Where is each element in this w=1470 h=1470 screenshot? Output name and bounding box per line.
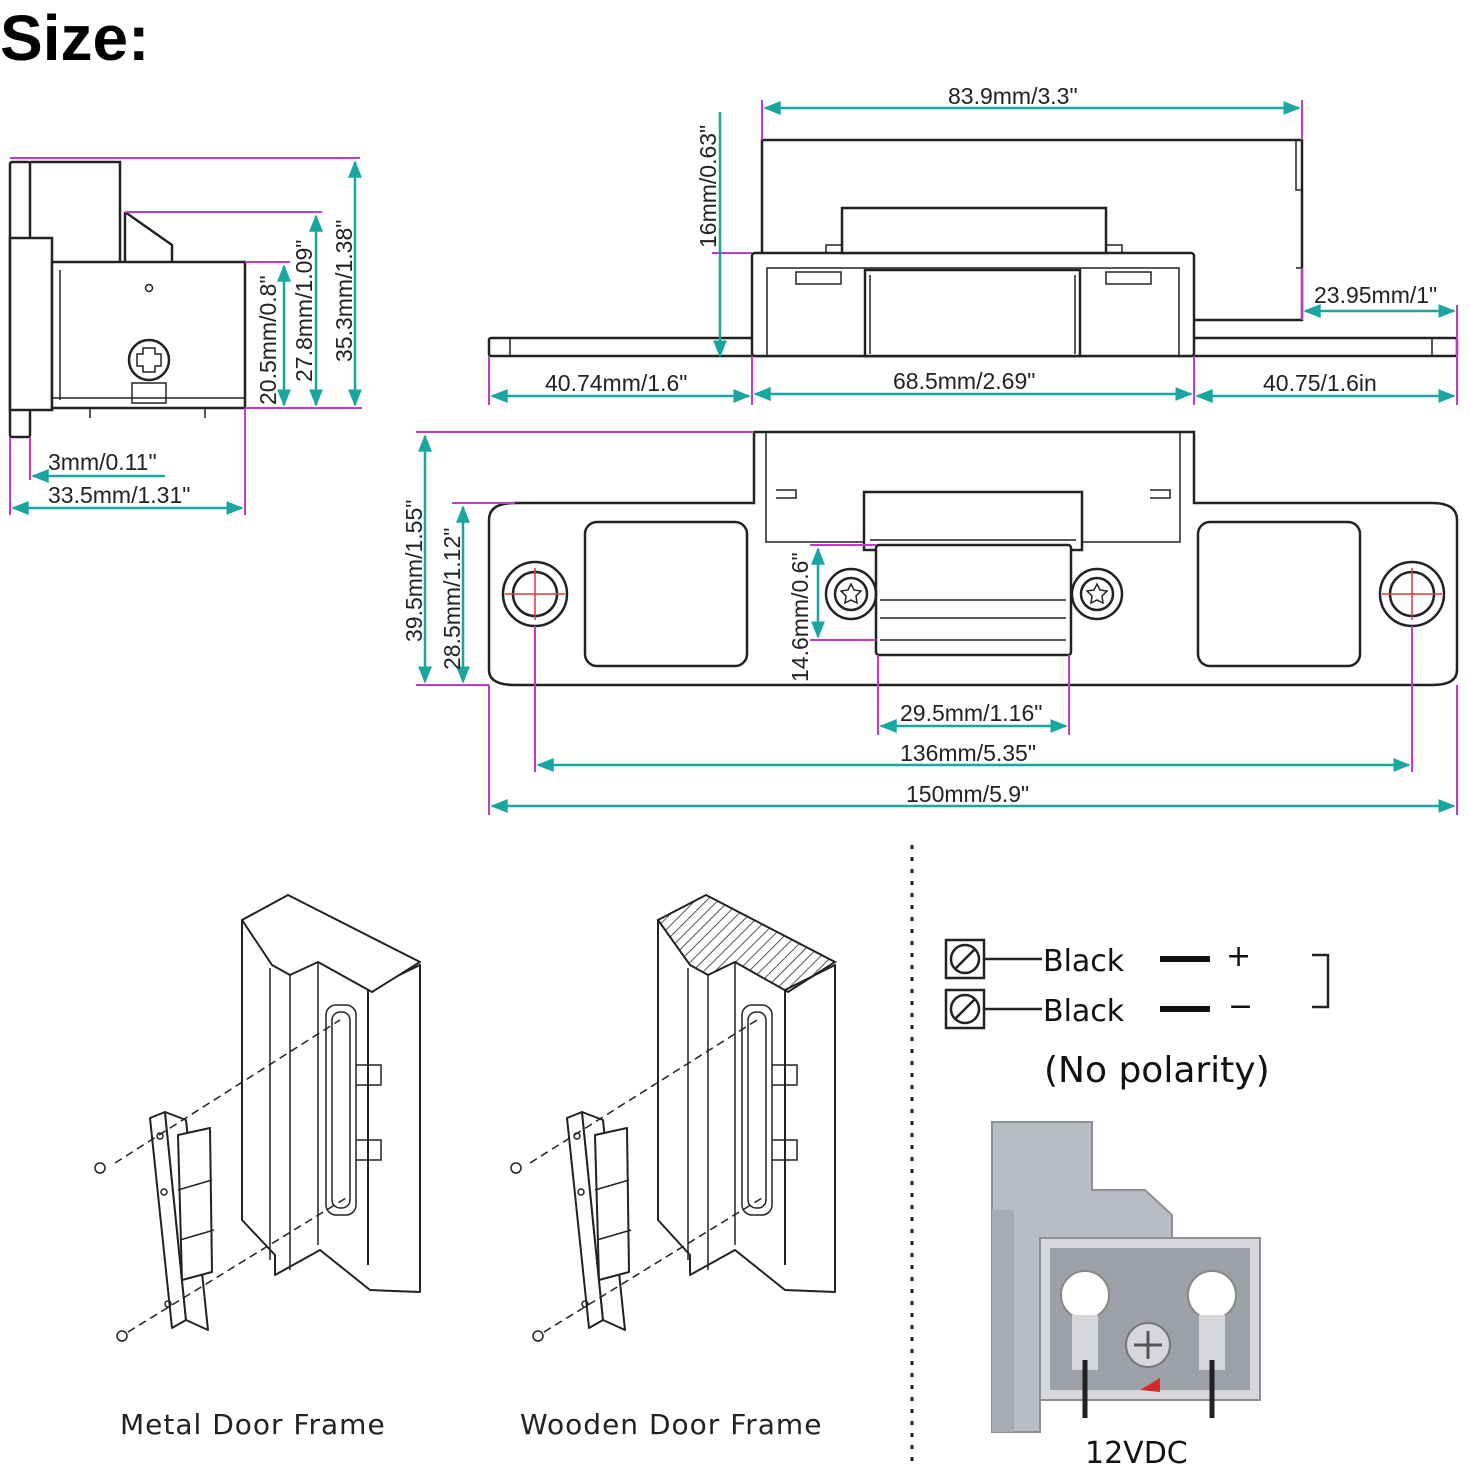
- page-title: Size:: [0, 2, 149, 74]
- product-render: [991, 1121, 1261, 1433]
- dim-front-width-150: 150mm/5.9": [906, 781, 1029, 807]
- side-view-drawing: [8, 160, 247, 439]
- dim-front-width-29-5: 29.5mm/1.16": [900, 700, 1042, 726]
- wire-2-label: Black: [1043, 994, 1125, 1029]
- top-view-dimensions: 83.9mm/3.3" 16mm/0.63" 23.95mm/1" 40.74m…: [488, 83, 1458, 405]
- front-view-drawing: [487, 430, 1459, 687]
- dim-front-height-14-6: 14.6mm/0.6": [787, 552, 813, 682]
- dim-front-width-136: 136mm/5.35": [900, 740, 1036, 766]
- dim-top-width-40-75: 40.75/1.6in: [1263, 370, 1377, 396]
- dim-side-height-27-8: 27.8mm/1.09": [291, 240, 317, 382]
- voltage-label: 12VDC: [1085, 1436, 1188, 1470]
- dim-top-width-83-9: 83.9mm/3.3": [948, 83, 1078, 109]
- dim-side-height-35-3: 35.3mm/1.38": [331, 220, 357, 362]
- top-view-drawing: [487, 138, 1459, 358]
- dim-side-width-33-5: 33.5mm/1.31": [48, 482, 190, 508]
- metal-door-frame-illustration: [94, 894, 421, 1342]
- dim-front-height-39-5: 39.5mm/1.55": [401, 500, 427, 642]
- dim-top-width-23-95: 23.95mm/1": [1314, 282, 1437, 308]
- polarity-minus: −: [1228, 989, 1253, 1024]
- front-view-dimensions: 39.5mm/1.55" 28.5mm/1.12" 14.6mm/0.6" 29…: [401, 431, 1458, 815]
- wire-1-label: Black: [1043, 944, 1125, 979]
- right-pocket: [1196, 520, 1362, 668]
- polarity-note: (No polarity): [1044, 1050, 1270, 1091]
- dim-side-width-3: 3mm/0.11": [48, 449, 157, 475]
- metal-door-frame-label: Metal Door Frame: [120, 1408, 386, 1441]
- left-pocket: [583, 520, 749, 668]
- mount-screw-icon: [127, 338, 171, 382]
- wooden-door-frame-label: Wooden Door Frame: [520, 1408, 822, 1441]
- polarity-plus: +: [1226, 939, 1251, 974]
- wiring-terminals: [944, 938, 1330, 1030]
- torx-screw-right-icon: [1070, 567, 1124, 621]
- side-view-dimensions: 20.5mm/0.8" 27.8mm/1.09" 35.3mm/1.38" 3m…: [9, 157, 362, 515]
- dim-front-height-28-5: 28.5mm/1.12": [439, 528, 465, 670]
- wooden-door-frame-illustration: [510, 893, 837, 1342]
- dim-side-height-20-5: 20.5mm/0.8": [255, 275, 281, 405]
- dim-top-width-40-74: 40.74mm/1.6": [545, 370, 687, 396]
- torx-screw-left-icon: [824, 567, 878, 621]
- dim-top-height-16: 16mm/0.63": [695, 125, 721, 248]
- dim-top-width-68-5: 68.5mm/2.69": [893, 368, 1035, 394]
